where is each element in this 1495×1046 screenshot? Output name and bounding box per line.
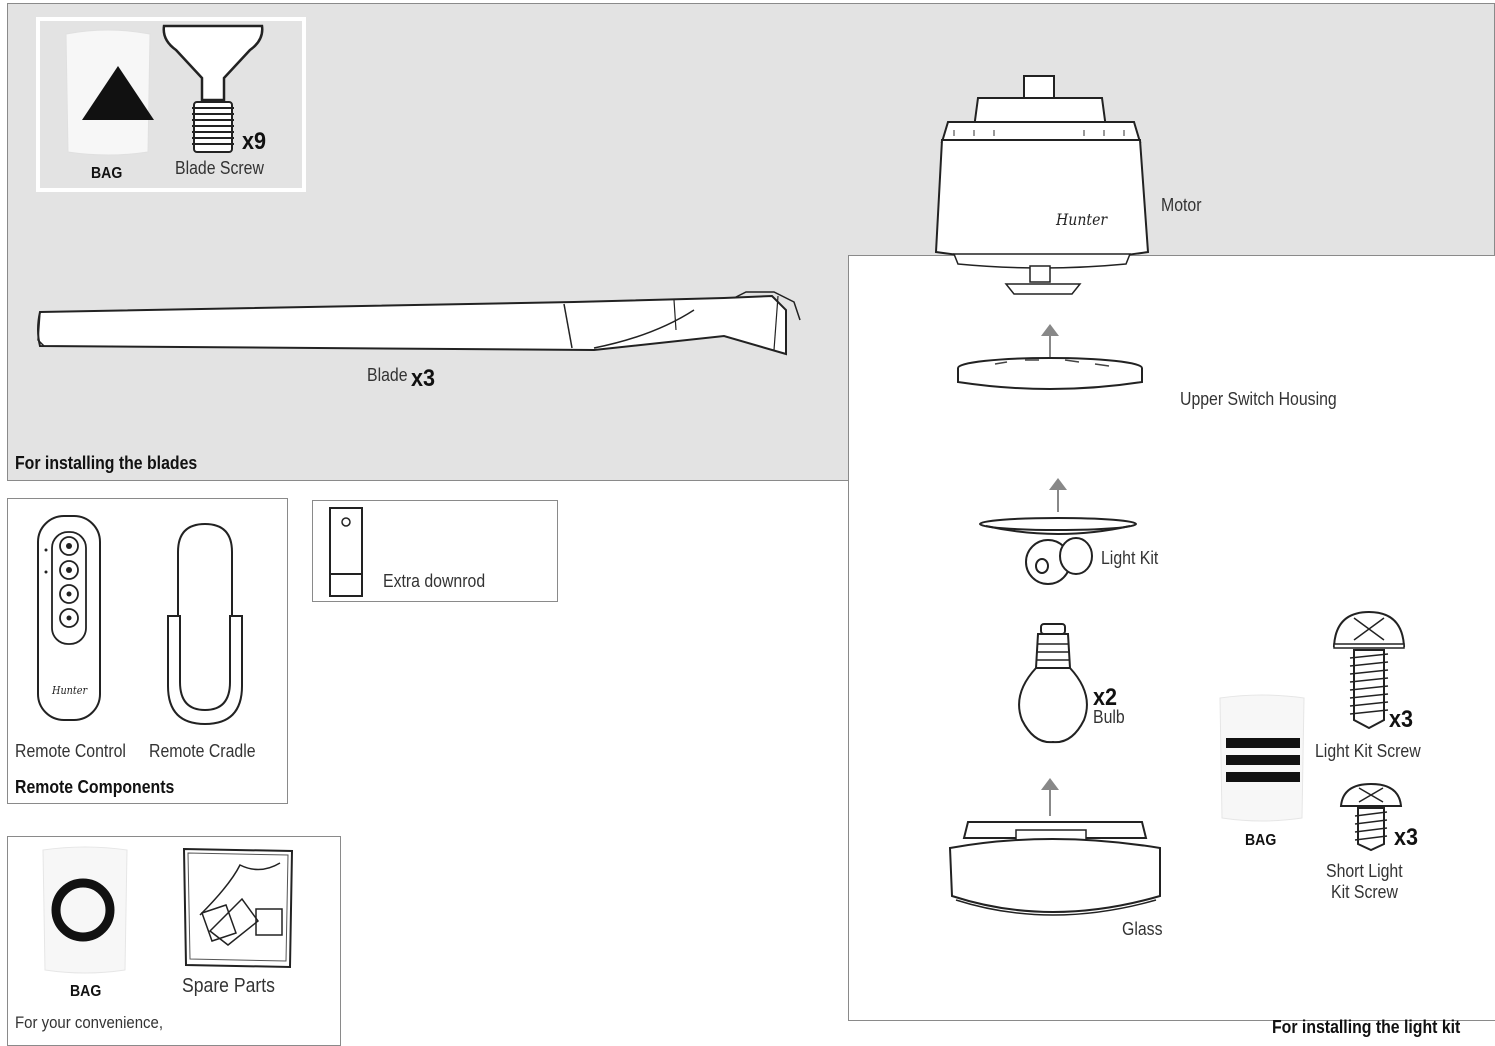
bulb-icon — [1018, 623, 1088, 744]
blade-label: Blade — [367, 365, 408, 385]
blade-bag-label: BAG — [91, 165, 123, 182]
light-kit-section-caption: For installing the light kit — [1272, 1017, 1461, 1037]
downrod-label: Extra downrod — [383, 571, 486, 591]
light-kit-label: Light Kit — [1101, 548, 1159, 568]
motor-icon — [934, 75, 1150, 295]
light-kit-icon — [979, 478, 1137, 585]
bag-stripes-icon — [1219, 694, 1305, 822]
blade-screw-icon — [162, 24, 264, 153]
spare-bag-label: BAG — [70, 983, 102, 1000]
spare-parts-icon — [182, 847, 294, 969]
bag-triangle-icon — [65, 29, 154, 156]
glass-icon — [948, 778, 1161, 916]
bulb-label: Bulb — [1093, 707, 1125, 727]
convenience-text: For your convenience, — [15, 1013, 164, 1032]
blade-screw-label: Blade Screw — [175, 158, 264, 178]
blade-screw-qty: x9 — [242, 128, 267, 155]
light-kit-screw-qty: x3 — [1389, 706, 1414, 733]
light-kit-screw-icon — [1332, 610, 1406, 730]
light-kit-bag-label: BAG — [1245, 832, 1277, 849]
spare-parts-label: Spare Parts — [182, 975, 275, 997]
remote-logo: Hunter — [52, 684, 88, 697]
blade-icon — [37, 291, 801, 356]
motor-logo: Hunter — [1056, 210, 1108, 229]
remote-control-label: Remote Control — [15, 741, 126, 761]
bulb-qty: x2 — [1093, 684, 1118, 711]
motor-label: Motor — [1161, 195, 1202, 215]
short-light-kit-screw-label-1: Short Light — [1326, 861, 1403, 881]
blades-section-caption: For installing the blades — [15, 453, 198, 473]
upper-switch-housing-label: Upper Switch Housing — [1180, 389, 1337, 409]
blade-qty: x3 — [411, 365, 436, 392]
remote-cradle-icon — [167, 522, 243, 726]
short-light-kit-screw-label-2: Kit Screw — [1331, 882, 1398, 902]
short-light-kit-screw-qty: x3 — [1394, 824, 1419, 851]
light-kit-screw-label: Light Kit Screw — [1315, 741, 1421, 761]
downrod-icon — [329, 507, 363, 597]
remote-control-icon — [37, 515, 101, 721]
short-light-kit-screw-icon — [1339, 782, 1403, 852]
glass-label: Glass — [1122, 919, 1163, 939]
bag-ring-icon — [42, 846, 128, 974]
upper-switch-housing-icon — [957, 324, 1143, 390]
remote-cradle-label: Remote Cradle — [149, 741, 256, 761]
remote-section-caption: Remote Components — [15, 777, 175, 797]
